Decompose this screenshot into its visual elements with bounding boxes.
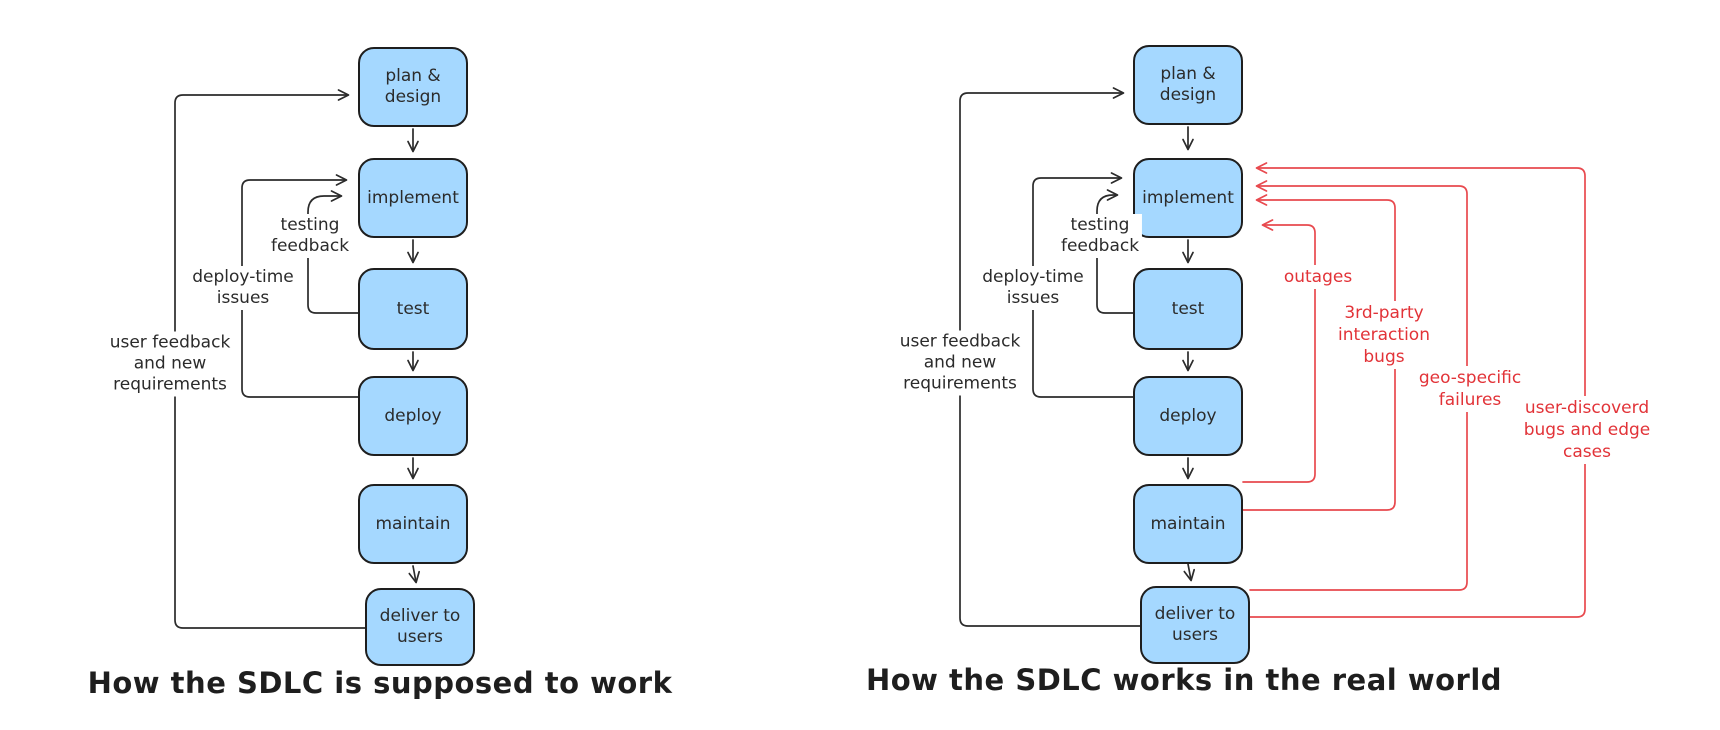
- label-user-feedback-right: user feedback and new requirements: [896, 330, 1024, 396]
- node-implement-left: implement: [358, 158, 468, 238]
- title-left-diagram: How the SDLC is supposed to work: [87, 666, 673, 700]
- node-deliver-left: deliver to users: [365, 588, 475, 666]
- arrow-testing-feedback-left: [307, 190, 359, 314]
- node-deploy-left: deploy: [358, 376, 468, 456]
- node-plan-design-right: plan & design: [1133, 45, 1243, 125]
- node-plan-design-left: plan & design: [358, 47, 468, 127]
- label-user-feedback-left: user feedback and new requirements: [106, 331, 234, 397]
- arrow-maintain-to-deliver-right: [1183, 563, 1196, 582]
- arrow-testing-feedback-right: [1096, 189, 1134, 314]
- node-maintain-left: maintain: [358, 484, 468, 564]
- node-maintain-right: maintain: [1133, 484, 1243, 564]
- node-deploy-right: deploy: [1133, 376, 1243, 456]
- node-deliver-right: deliver to users: [1140, 586, 1250, 664]
- node-implement-right: implement: [1133, 158, 1243, 238]
- arrow-user-discovered-deliver-to-implement: [1249, 162, 1586, 618]
- label-outages: outages: [1280, 265, 1356, 289]
- label-testing-feedback-left: testing feedback: [267, 214, 353, 258]
- title-right-diagram: How the SDLC works in the real world: [865, 663, 1503, 697]
- node-test-left: test: [358, 268, 468, 350]
- label-geo-specific-failures: geo-specific failures: [1415, 366, 1525, 412]
- node-test-right: test: [1133, 268, 1243, 350]
- label-deploy-time-issues-left: deploy-time issues: [189, 266, 297, 310]
- label-third-party-bugs: 3rd-party interaction bugs: [1335, 301, 1433, 369]
- label-deploy-time-issues-right: deploy-time issues: [979, 266, 1087, 310]
- arrow-maintain-to-deliver-left: [408, 565, 421, 584]
- label-testing-feedback-right: testing feedback: [1057, 214, 1143, 258]
- label-user-discovered-bugs: user-discoverd bugs and edge cases: [1520, 396, 1654, 464]
- arrow-outages-deploy-to-implement: [1242, 219, 1316, 483]
